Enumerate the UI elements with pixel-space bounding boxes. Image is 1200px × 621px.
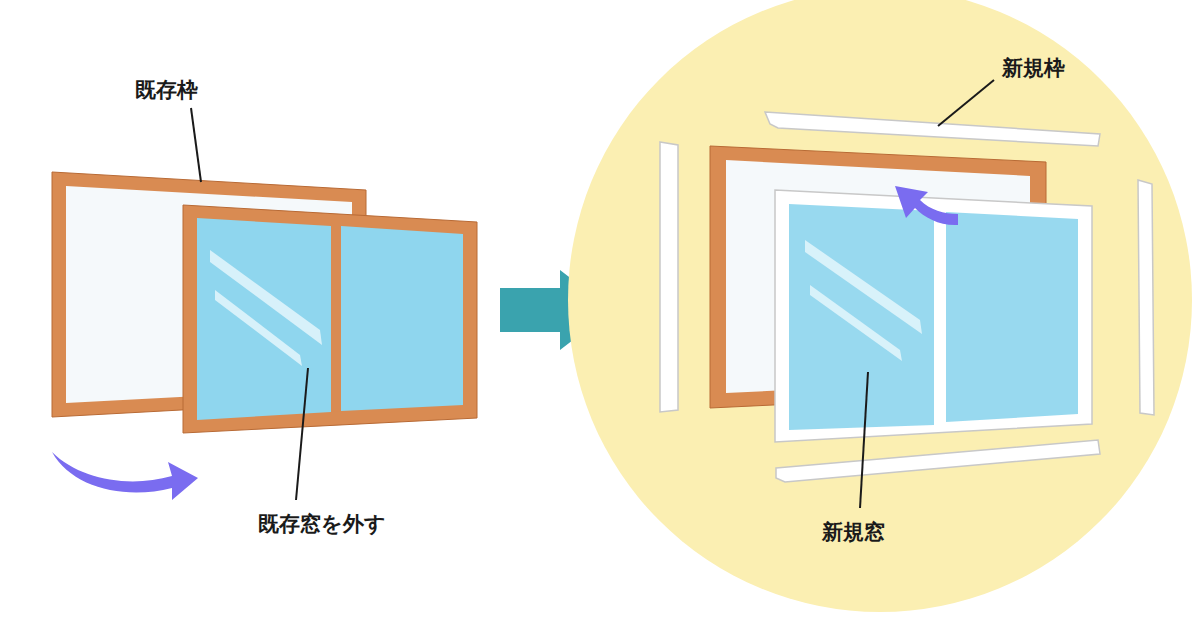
window-mullion xyxy=(331,226,341,412)
insert-arrow xyxy=(895,186,958,225)
glass-pane xyxy=(789,204,934,430)
glass-glare xyxy=(805,240,922,334)
move-arrow xyxy=(52,452,198,500)
existing-window xyxy=(183,205,477,433)
new-frame-piece xyxy=(776,440,1100,482)
leader-line xyxy=(296,368,308,500)
leader-line xyxy=(938,80,994,126)
part-label: 既存枠 xyxy=(135,78,198,103)
detail-circle xyxy=(568,0,1192,612)
new-window xyxy=(775,190,1092,442)
leader-line xyxy=(860,372,868,508)
new-frame-piece xyxy=(765,112,1100,146)
glass-pane xyxy=(197,218,331,420)
new-frame-piece xyxy=(1138,180,1154,415)
glass-glare xyxy=(810,285,902,361)
part-label: 新規窓 xyxy=(822,520,885,545)
leader-line xyxy=(191,108,201,182)
part-label: 既存窓を外す xyxy=(258,512,386,537)
new-frame-piece xyxy=(660,142,678,412)
glass-glare xyxy=(215,290,302,366)
glass-pane xyxy=(946,212,1078,422)
part-label: 新規枠 xyxy=(1002,56,1065,81)
glass-pane xyxy=(341,226,463,411)
